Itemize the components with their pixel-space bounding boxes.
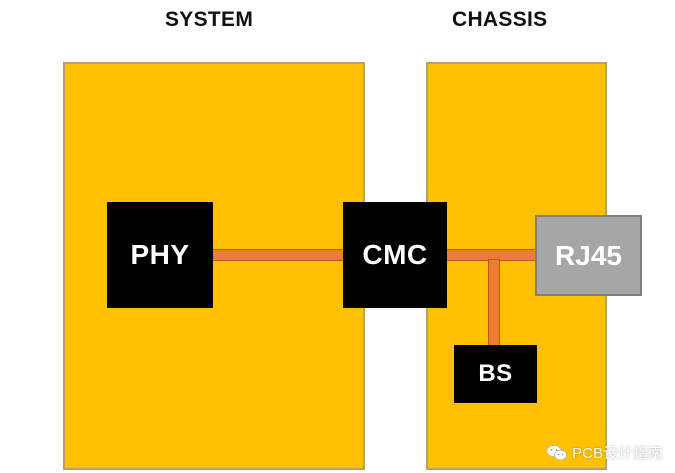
bs-block: BS (454, 345, 537, 403)
system-heading: SYSTEM (165, 8, 254, 31)
cmc-block: CMC (343, 202, 447, 308)
chassis-heading: CHASSIS (452, 8, 548, 31)
bs-stub-trace (488, 259, 500, 347)
wechat-icon (546, 444, 568, 460)
bs-label: BS (478, 360, 513, 387)
phy-cmc-trace (212, 249, 346, 261)
watermark-text: PCB设计指南 (572, 445, 663, 462)
phy-block: PHY (107, 202, 213, 308)
cmc-label: CMC (362, 239, 428, 270)
watermark: PCB设计指南 (546, 442, 663, 463)
phy-label: PHY (130, 239, 190, 270)
rj45-label: RJ45 (555, 239, 622, 271)
rj45-connector: RJ45 (535, 215, 642, 296)
